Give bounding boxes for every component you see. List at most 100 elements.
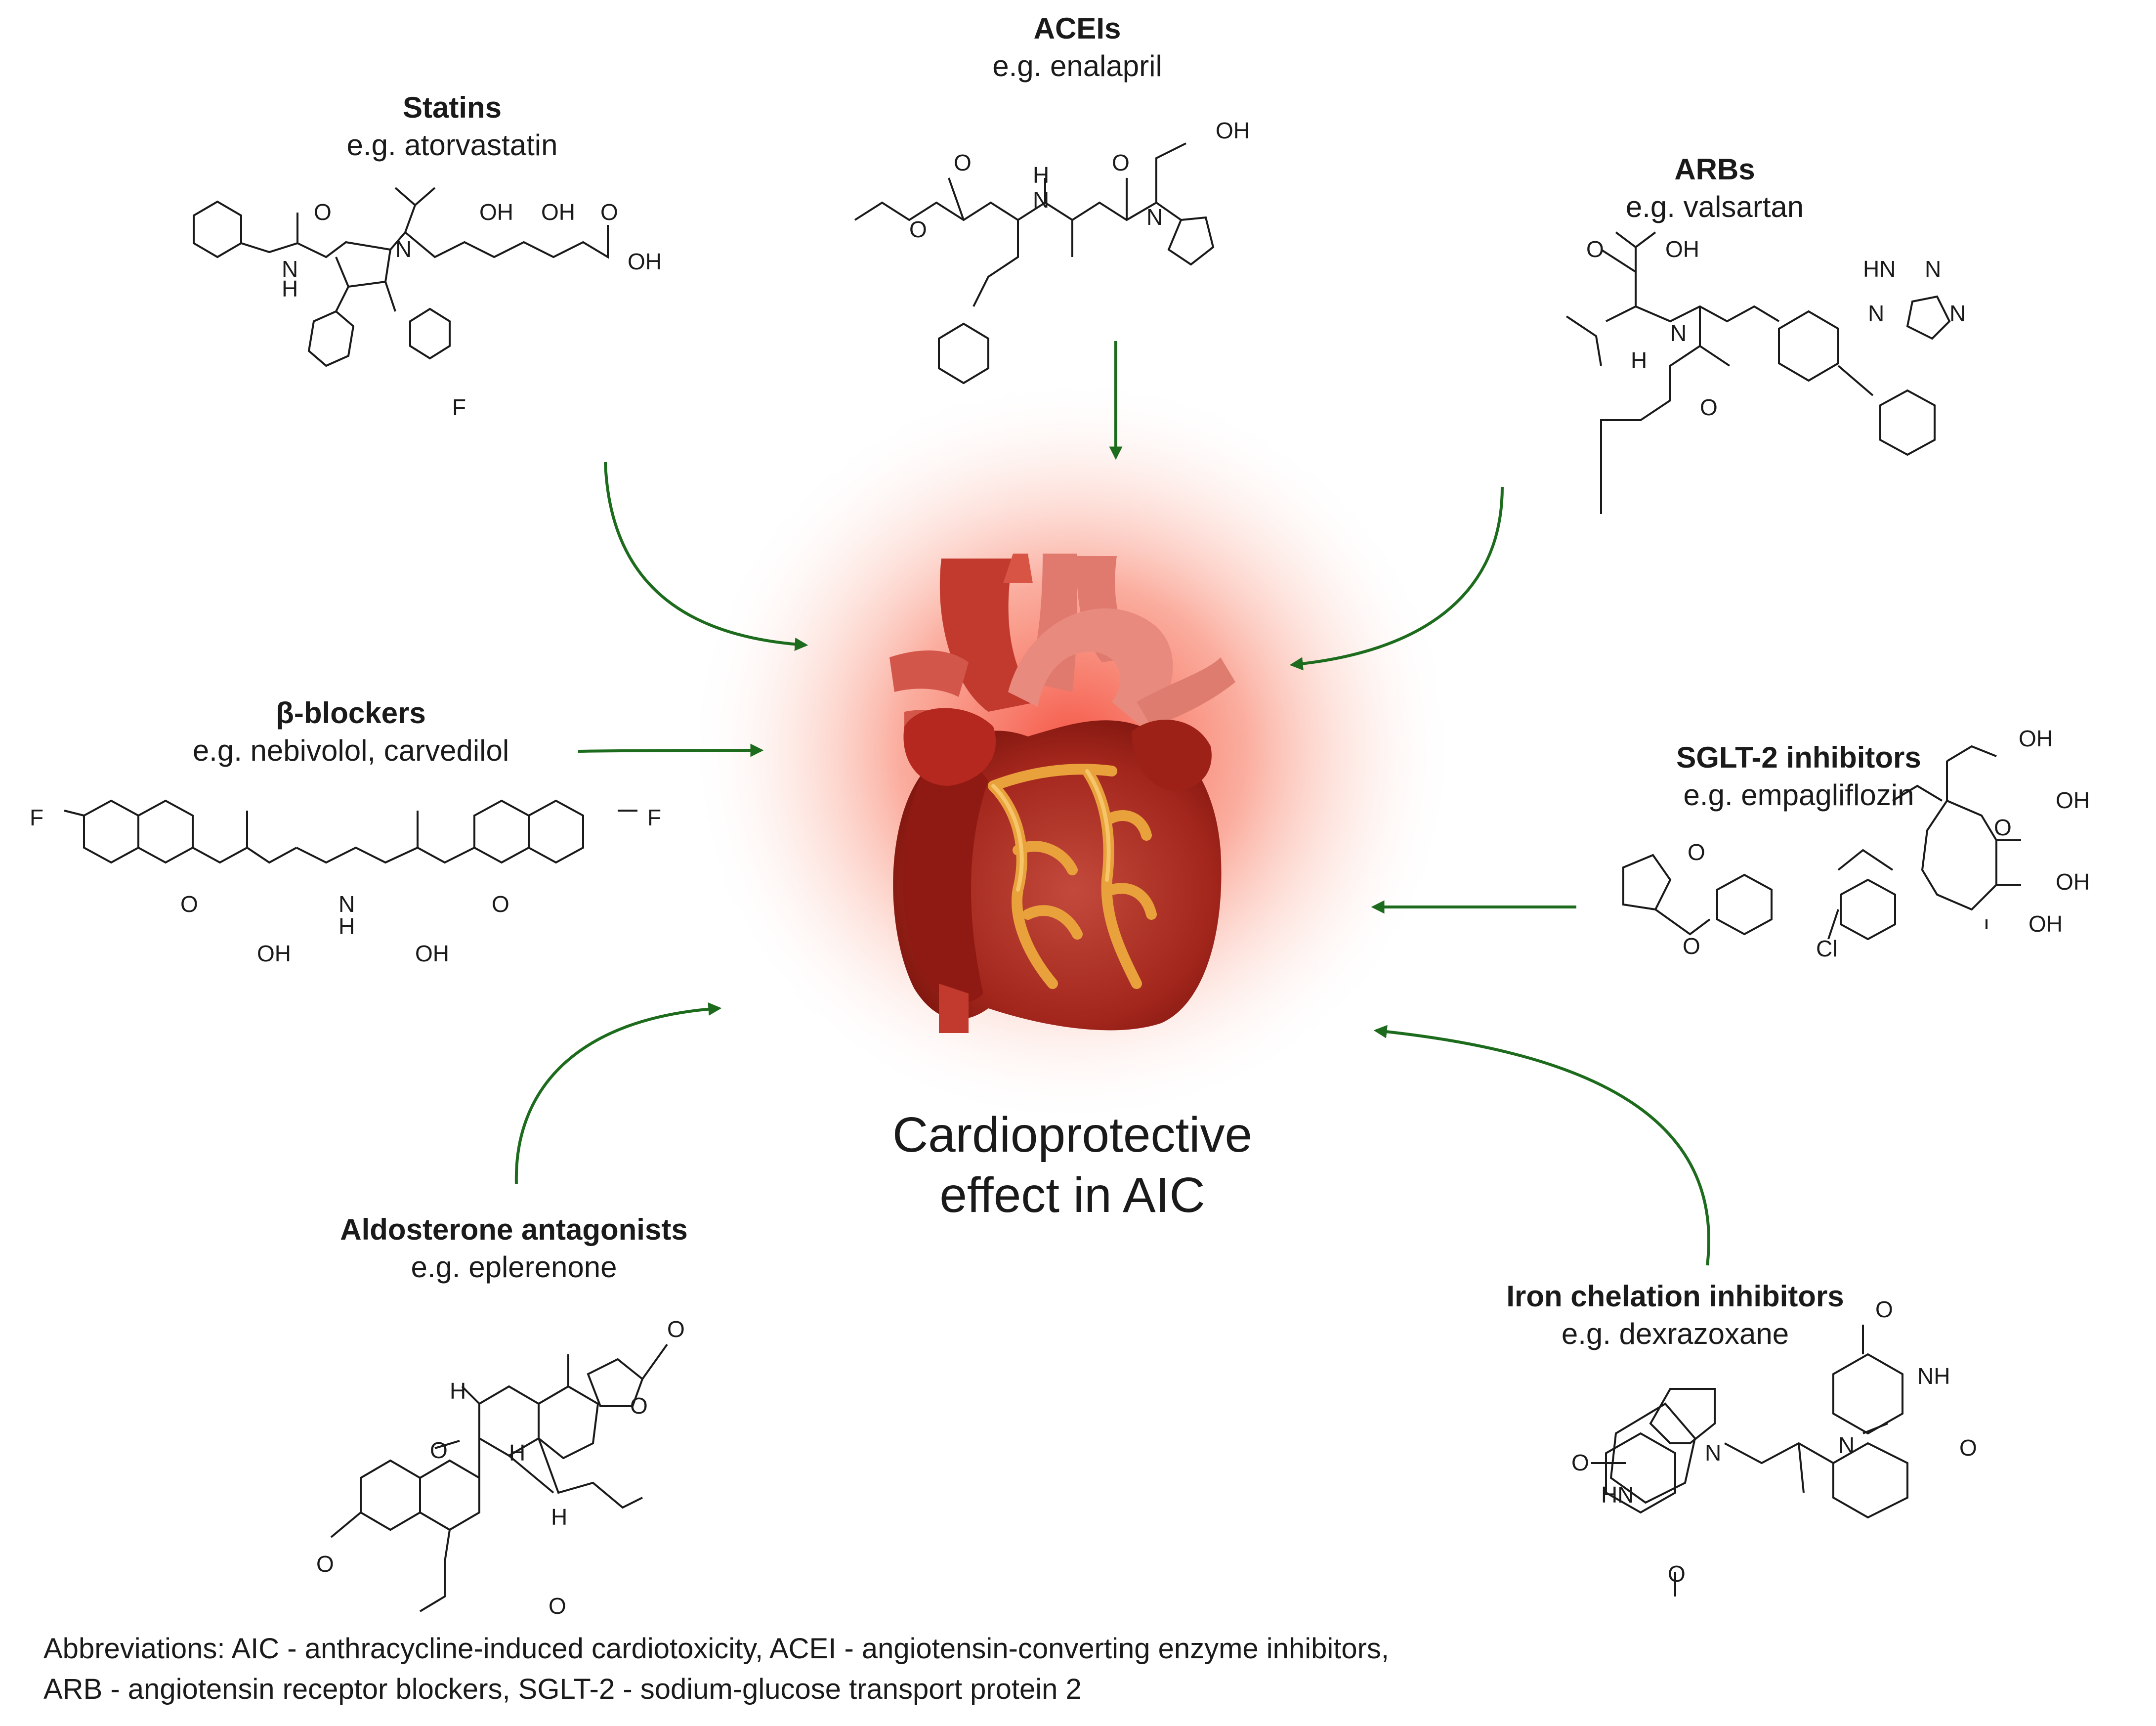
atom-label: OH — [2019, 726, 2053, 751]
sglt2-example: e.g. empagliflozin — [1683, 778, 1914, 812]
atom-label: O — [1586, 236, 1604, 262]
molecule-iron — [1591, 1325, 1908, 1597]
label-aldosterone: Aldosterone antagonists e.g. eplerenone — [306, 1211, 721, 1286]
arrow-arbs — [1289, 486, 1504, 671]
atom-label: N — [395, 236, 412, 262]
atom-label: OH — [628, 249, 662, 274]
atom-label: O — [1112, 150, 1130, 175]
atom-label: OH — [541, 199, 575, 225]
beta-blockers-title: β-blockers — [276, 696, 426, 730]
label-beta-blockers: β-blockers e.g. nebivolol, carvedilol — [143, 694, 558, 770]
atom-label: OH — [415, 941, 449, 966]
abbreviations-line-2: ARB - angiotensin receptor blockers, SGL… — [43, 1673, 1082, 1705]
label-statins: Statins e.g. atorvastatin — [316, 89, 588, 164]
abbreviations-line-1: Abbreviations: AIC - anthracycline-induc… — [43, 1633, 1390, 1665]
atom-label: N — [1670, 320, 1687, 346]
statins-title: Statins — [402, 91, 502, 124]
molecule-beta — [64, 799, 637, 864]
atom-label: O — [667, 1316, 685, 1342]
atom-label: N — [1705, 1440, 1721, 1466]
molecule-aceis — [854, 142, 1215, 385]
label-iron: Iron chelation inhibitors e.g. dexrazoxa… — [1482, 1278, 1868, 1353]
atom-label: H — [282, 276, 298, 302]
atom-label: OH — [2056, 787, 2090, 813]
atom-label: O — [1700, 394, 1718, 420]
atom-label: F — [30, 805, 43, 830]
atom-label: O — [909, 216, 927, 242]
atom-label: N — [1838, 1432, 1855, 1458]
molecule-statins — [193, 187, 609, 367]
arbs-example: e.g. valsartan — [1625, 190, 1804, 223]
atom-label: O — [180, 891, 198, 917]
atom-label: O — [1571, 1450, 1589, 1475]
atom-label: F — [647, 805, 661, 830]
atom-label: O — [954, 150, 972, 175]
center-line-1: Cardioprotective — [892, 1107, 1253, 1163]
arbs-title: ARBs — [1674, 153, 1755, 186]
aceis-title: ACEIs — [1033, 12, 1121, 45]
molecule-sglt2 — [1622, 745, 2021, 941]
aldosterone-title: Aldosterone antagonists — [340, 1213, 688, 1246]
atom-label: H — [509, 1440, 525, 1466]
heart-illustration — [687, 376, 1458, 1127]
atom-label: O — [1688, 839, 1705, 865]
arrows — [514, 341, 1711, 1266]
arrow-statins — [604, 462, 808, 651]
atom-label: H — [1631, 347, 1647, 373]
atom-label: Cl — [1816, 936, 1837, 961]
atom-label: H — [450, 1378, 466, 1404]
atom-label: OH — [2029, 911, 2063, 937]
label-sglt2: SGLT-2 inhibitors e.g. empagliflozin — [1641, 739, 1957, 814]
atom-label: H — [1033, 162, 1049, 188]
atom-label: O — [492, 891, 509, 917]
arrow-beta — [578, 743, 764, 757]
aceis-example: e.g. enalapril — [992, 49, 1162, 83]
sglt2-title: SGLT-2 inhibitors — [1676, 741, 1921, 774]
iron-title: Iron chelation inhibitors — [1506, 1280, 1844, 1313]
atom-label: HN — [1863, 256, 1896, 282]
atom-label: O — [549, 1593, 566, 1619]
atom-label: HN — [1601, 1482, 1634, 1508]
atom-label: N — [1033, 187, 1049, 213]
arrow-iron — [1373, 1025, 1711, 1266]
atom-label: F — [452, 394, 466, 420]
atom-label: O — [1683, 933, 1700, 959]
atom-label: O — [630, 1393, 648, 1419]
atom-label: OH — [479, 199, 513, 225]
beta-blockers-example: e.g. nebivolol, carvedilol — [192, 734, 509, 767]
atom-label: O — [316, 1551, 334, 1577]
atom-label: H — [338, 913, 355, 939]
molecule-arbs — [1565, 231, 1951, 514]
atom-label: N — [1949, 301, 1966, 326]
center-line-2: effect in AIC — [939, 1167, 1205, 1223]
aldosterone-example: e.g. eplerenone — [411, 1251, 617, 1284]
atom-label: N — [338, 891, 355, 917]
arrow-aldo — [514, 1002, 722, 1184]
atom-label: OH — [1216, 118, 1250, 143]
atom-label: H — [551, 1504, 567, 1530]
atom-label: O — [430, 1437, 448, 1463]
center-caption: Cardioprotective effect in AIC — [801, 1105, 1344, 1225]
atom-label: N — [1146, 204, 1163, 230]
atom-label: O — [1668, 1561, 1686, 1587]
atom-label: N — [1868, 301, 1884, 326]
atom-label: O — [1959, 1435, 1977, 1461]
atom-label: OH — [1665, 236, 1699, 262]
atom-label: N — [1925, 256, 1941, 282]
label-arbs: ARBs e.g. valsartan — [1591, 151, 1838, 226]
atom-label: O — [1875, 1296, 1893, 1322]
atom-label: O — [600, 199, 618, 225]
statins-example: e.g. atorvastatin — [346, 129, 558, 162]
atom-label: NH — [1917, 1363, 1950, 1389]
iron-example: e.g. dexrazoxane — [1561, 1317, 1789, 1350]
atom-label: O — [314, 199, 332, 225]
atom-label: OH — [2056, 869, 2090, 895]
label-aceis: ACEIs e.g. enalapril — [944, 10, 1211, 85]
atom-labels: N H O N OH OH O OH F O H N O O OH N O OH… — [30, 118, 2090, 1619]
molecule-aldo — [330, 1343, 668, 1612]
atom-label: O — [1994, 815, 2012, 840]
atom-label: N — [282, 256, 298, 282]
atom-label: OH — [257, 941, 291, 966]
